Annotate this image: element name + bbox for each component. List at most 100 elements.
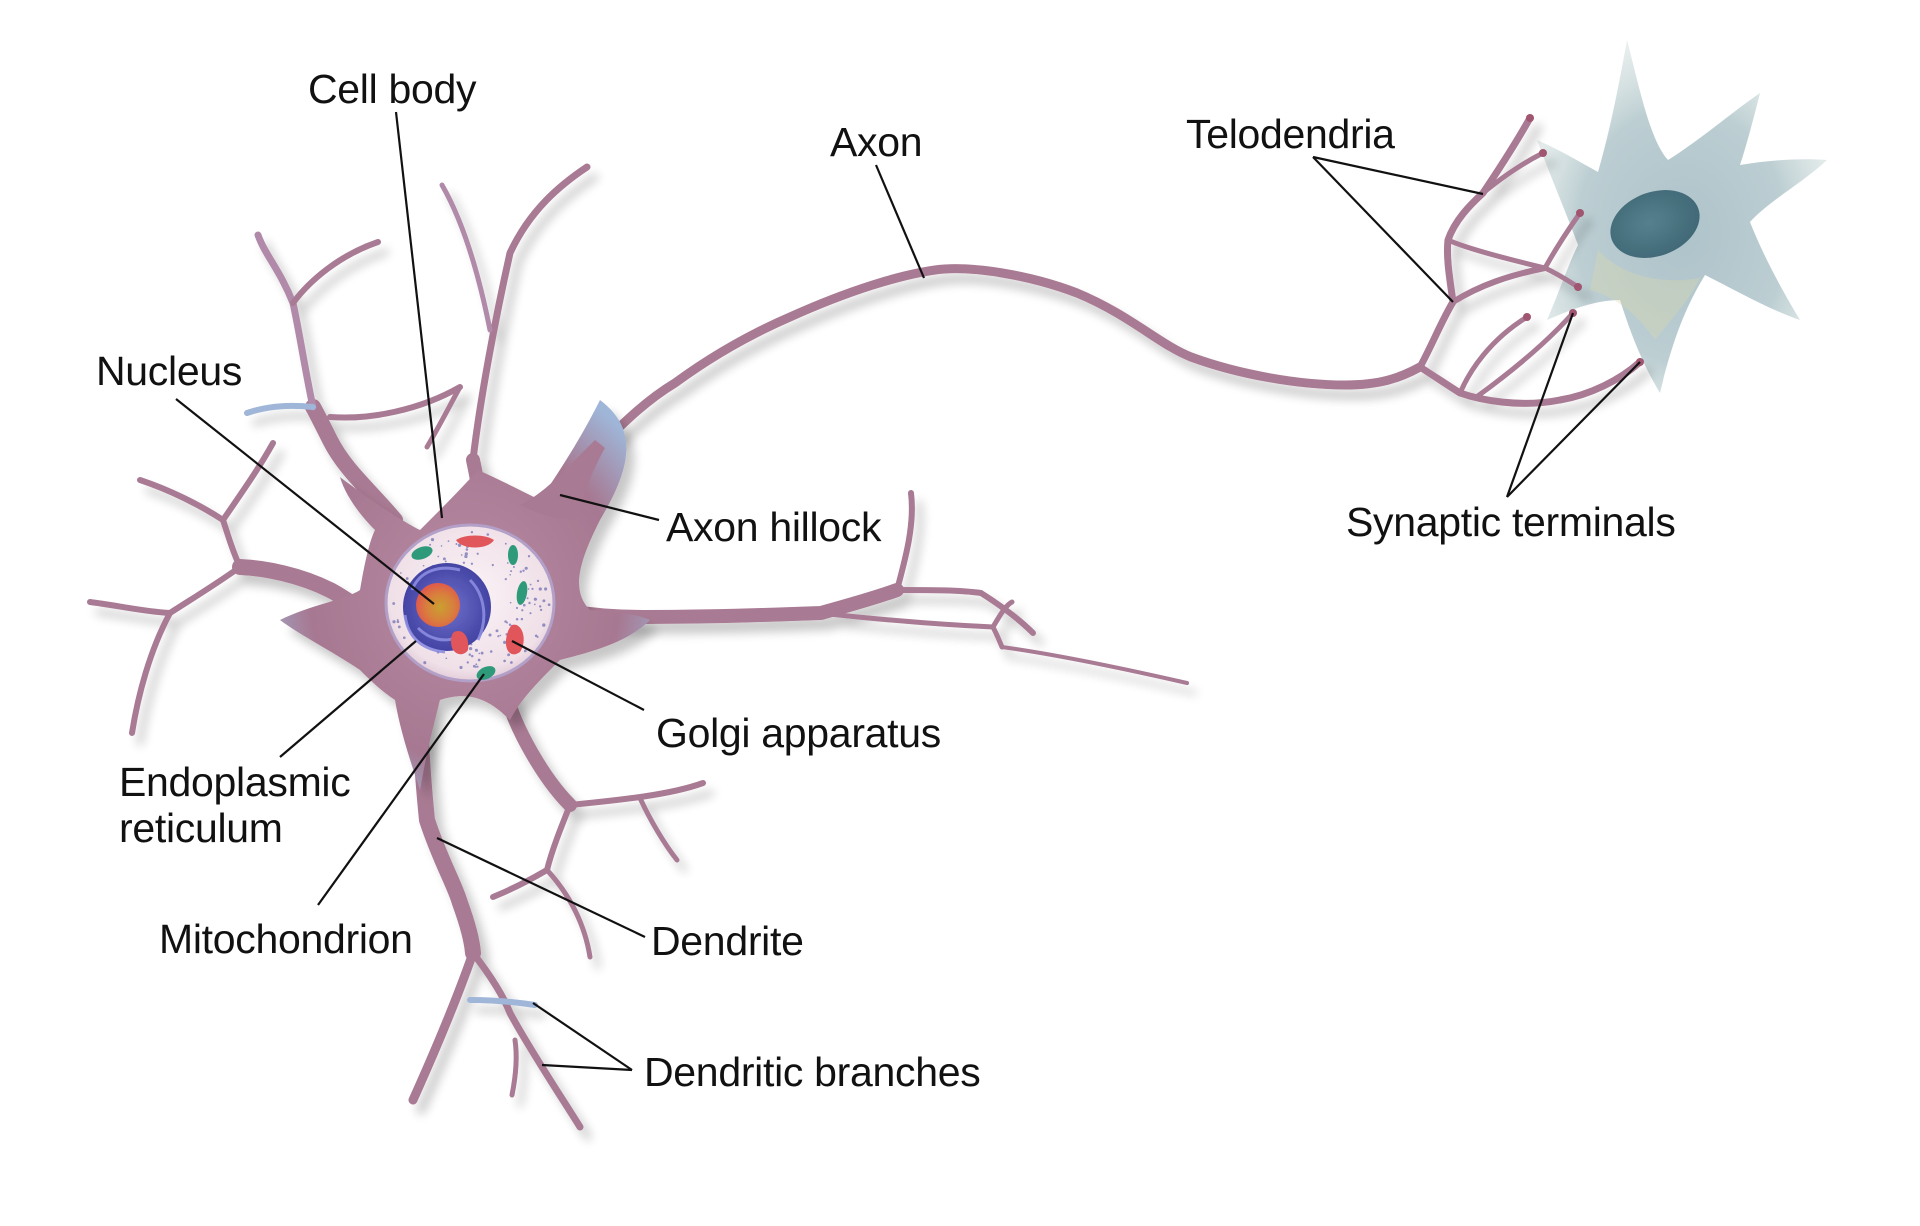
ribosome-dot <box>477 658 481 662</box>
leader-dendrite <box>436 837 646 938</box>
ribosome-dot <box>506 562 509 564</box>
leader-dendritic-branches-1 <box>532 1002 633 1071</box>
ribosome-dot <box>472 664 476 668</box>
leader-synaptic-2 <box>1506 361 1641 498</box>
ribosome-dot <box>510 661 513 664</box>
ribosome-dot <box>542 599 546 603</box>
ribosome-dot <box>495 629 499 633</box>
ribosome-dot <box>510 570 513 573</box>
target-neuron <box>1537 40 1827 393</box>
ribosome-dot <box>491 563 494 567</box>
ribosome-dot <box>440 545 443 547</box>
synaptic-terminal-bulbs <box>1523 114 1644 366</box>
label-synaptic-terminals: Synaptic terminals <box>1346 499 1676 545</box>
label-telodendria: Telodendria <box>1186 111 1395 157</box>
leader-cell-body <box>394 111 444 519</box>
ribosome-dot <box>455 542 458 546</box>
ribosome-dot <box>488 633 492 637</box>
ribosome-dot <box>529 612 532 615</box>
ribosome-dot <box>486 533 490 536</box>
ribosome-dot <box>536 635 539 639</box>
ribosome-dot <box>466 661 469 664</box>
ribosome-dot <box>429 543 432 546</box>
leader-synaptic-1 <box>1505 312 1575 498</box>
ribosome-dot <box>531 587 534 591</box>
ribosome-dot <box>522 569 525 572</box>
ribosome-dot <box>475 663 478 666</box>
ribosome-dot <box>526 597 529 600</box>
ribosome-dot <box>508 623 512 627</box>
ribosome-dot <box>538 605 542 608</box>
ribosome-dot <box>460 554 463 556</box>
target-neuron-tint <box>1590 250 1700 340</box>
ribosome-dot <box>515 606 519 610</box>
ribosome-dot <box>544 587 548 591</box>
ribosome-dot <box>542 623 546 627</box>
dendrites <box>87 163 1189 1131</box>
golgi-top <box>456 535 494 548</box>
ribosome-dot <box>536 579 540 583</box>
ribosome-dot <box>504 577 507 581</box>
ribosome-dot <box>430 538 435 542</box>
ribosome-dot <box>523 649 527 653</box>
target-neuron-nucleus <box>1610 190 1700 258</box>
ribosome-dot <box>464 554 468 559</box>
mitochondrion-2 <box>508 545 518 565</box>
nucleolus <box>416 583 460 627</box>
ribosome-dot <box>444 560 447 563</box>
ribosome-dot <box>470 531 474 534</box>
ribosome-dot <box>475 649 479 652</box>
ribosome-dot <box>503 640 507 645</box>
ribosome-dot <box>519 570 522 573</box>
ribosome-dot <box>529 583 532 586</box>
label-dendrite: Dendrite <box>651 918 804 964</box>
ribosome-dot <box>527 555 531 558</box>
ribosome-dot <box>399 572 402 574</box>
ribosome-dot <box>538 587 542 591</box>
ribosome-dot <box>476 552 479 555</box>
ribosome-dot <box>462 561 466 565</box>
ribosome-dot <box>533 603 536 606</box>
ribosome-dot <box>470 562 474 565</box>
ribosome-dot <box>478 652 481 655</box>
ribosome-dot <box>468 653 472 656</box>
ribosome-dot <box>423 661 427 665</box>
leader-golgi <box>511 640 645 711</box>
mitochondrion-3 <box>516 581 528 605</box>
ribosome-dot <box>504 620 507 623</box>
label-golgi-apparatus: Golgi apparatus <box>656 710 941 756</box>
ribosome-dot <box>524 566 528 570</box>
ribosome-dot <box>499 634 502 637</box>
ribosome-dot <box>396 620 400 624</box>
ribosome-dot <box>405 577 409 580</box>
leader-telodendria-1 <box>1312 155 1484 196</box>
leader-telodendria-2 <box>1312 156 1454 303</box>
ribosome-dot <box>509 601 512 604</box>
ribosome-dot <box>522 603 526 607</box>
leader-axon <box>874 164 926 279</box>
ribosome-dot <box>504 542 507 545</box>
ribosome-dot <box>397 625 401 629</box>
ribosome-dot <box>447 540 450 542</box>
ribosome-dot <box>509 573 512 576</box>
ribosome-dot <box>442 557 446 561</box>
ribosome-dot <box>507 653 511 657</box>
ribosome-dot <box>464 552 468 556</box>
ribosome-dot <box>470 654 474 658</box>
label-axon: Axon <box>830 119 923 165</box>
telodendria-branches <box>1416 114 1644 407</box>
ribosome-dot <box>515 617 519 621</box>
ribosome-dot <box>392 602 396 605</box>
ribosome-dot <box>535 598 538 601</box>
ribosome-dot <box>457 543 462 547</box>
axon-shaft <box>555 264 1425 488</box>
ribosome-dot <box>392 620 396 624</box>
ribosome-dot <box>396 619 399 621</box>
ribosome-dot <box>480 651 484 655</box>
ribosome-dot <box>503 659 506 663</box>
leader-endoplasmic-reticulum <box>279 640 417 758</box>
leader-lines <box>175 111 1641 1072</box>
golgi-inner <box>450 630 469 655</box>
ribosome-dot <box>497 635 500 638</box>
